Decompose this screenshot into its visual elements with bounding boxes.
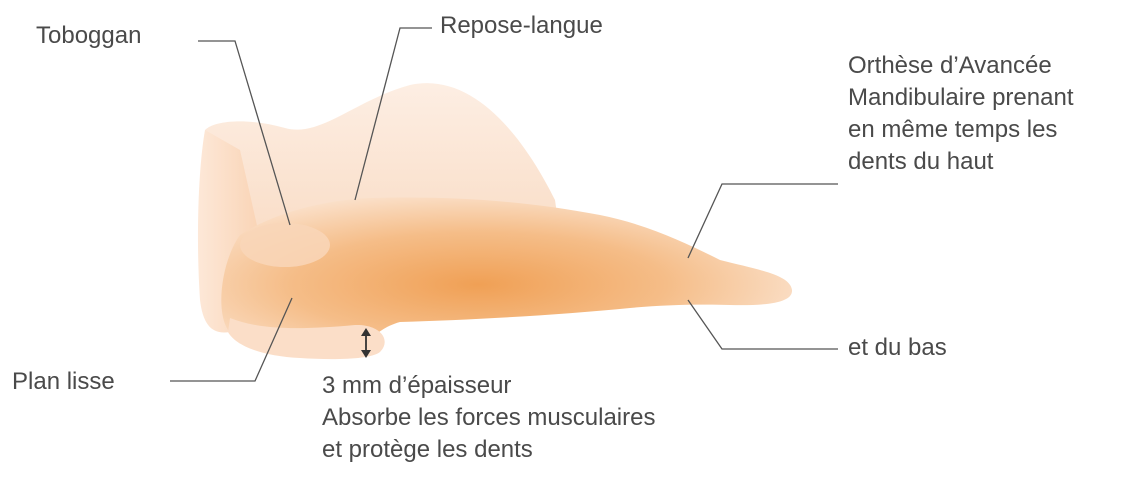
label-plan-lisse: Plan lisse (12, 366, 115, 398)
label-et-du-bas: et du bas (848, 332, 947, 364)
label-repose-langue: Repose-langue (440, 10, 603, 42)
label-orthese-line-2: Mandibulaire prenant (848, 82, 1073, 114)
label-epaisseur-line-3: et protège les dents (322, 434, 655, 466)
label-epaisseur-line-2: Absorbe les forces musculaires (322, 402, 655, 434)
label-toboggan: Toboggan (36, 20, 141, 52)
label-orthese-line-3: en même temps les (848, 114, 1073, 146)
label-epaisseur: 3 mm d’épaisseur Absorbe les forces musc… (322, 370, 655, 466)
leader-oam (688, 184, 838, 258)
label-orthese-line-1: Orthèse d’Avancée (848, 50, 1073, 82)
label-orthese: Orthèse d’Avancée Mandibulaire prenant e… (848, 50, 1073, 178)
toboggan-ridge (240, 223, 330, 267)
label-orthese-line-4: dents du haut (848, 146, 1073, 178)
leader-bas (688, 300, 838, 349)
label-epaisseur-line-1: 3 mm d’épaisseur (322, 370, 655, 402)
